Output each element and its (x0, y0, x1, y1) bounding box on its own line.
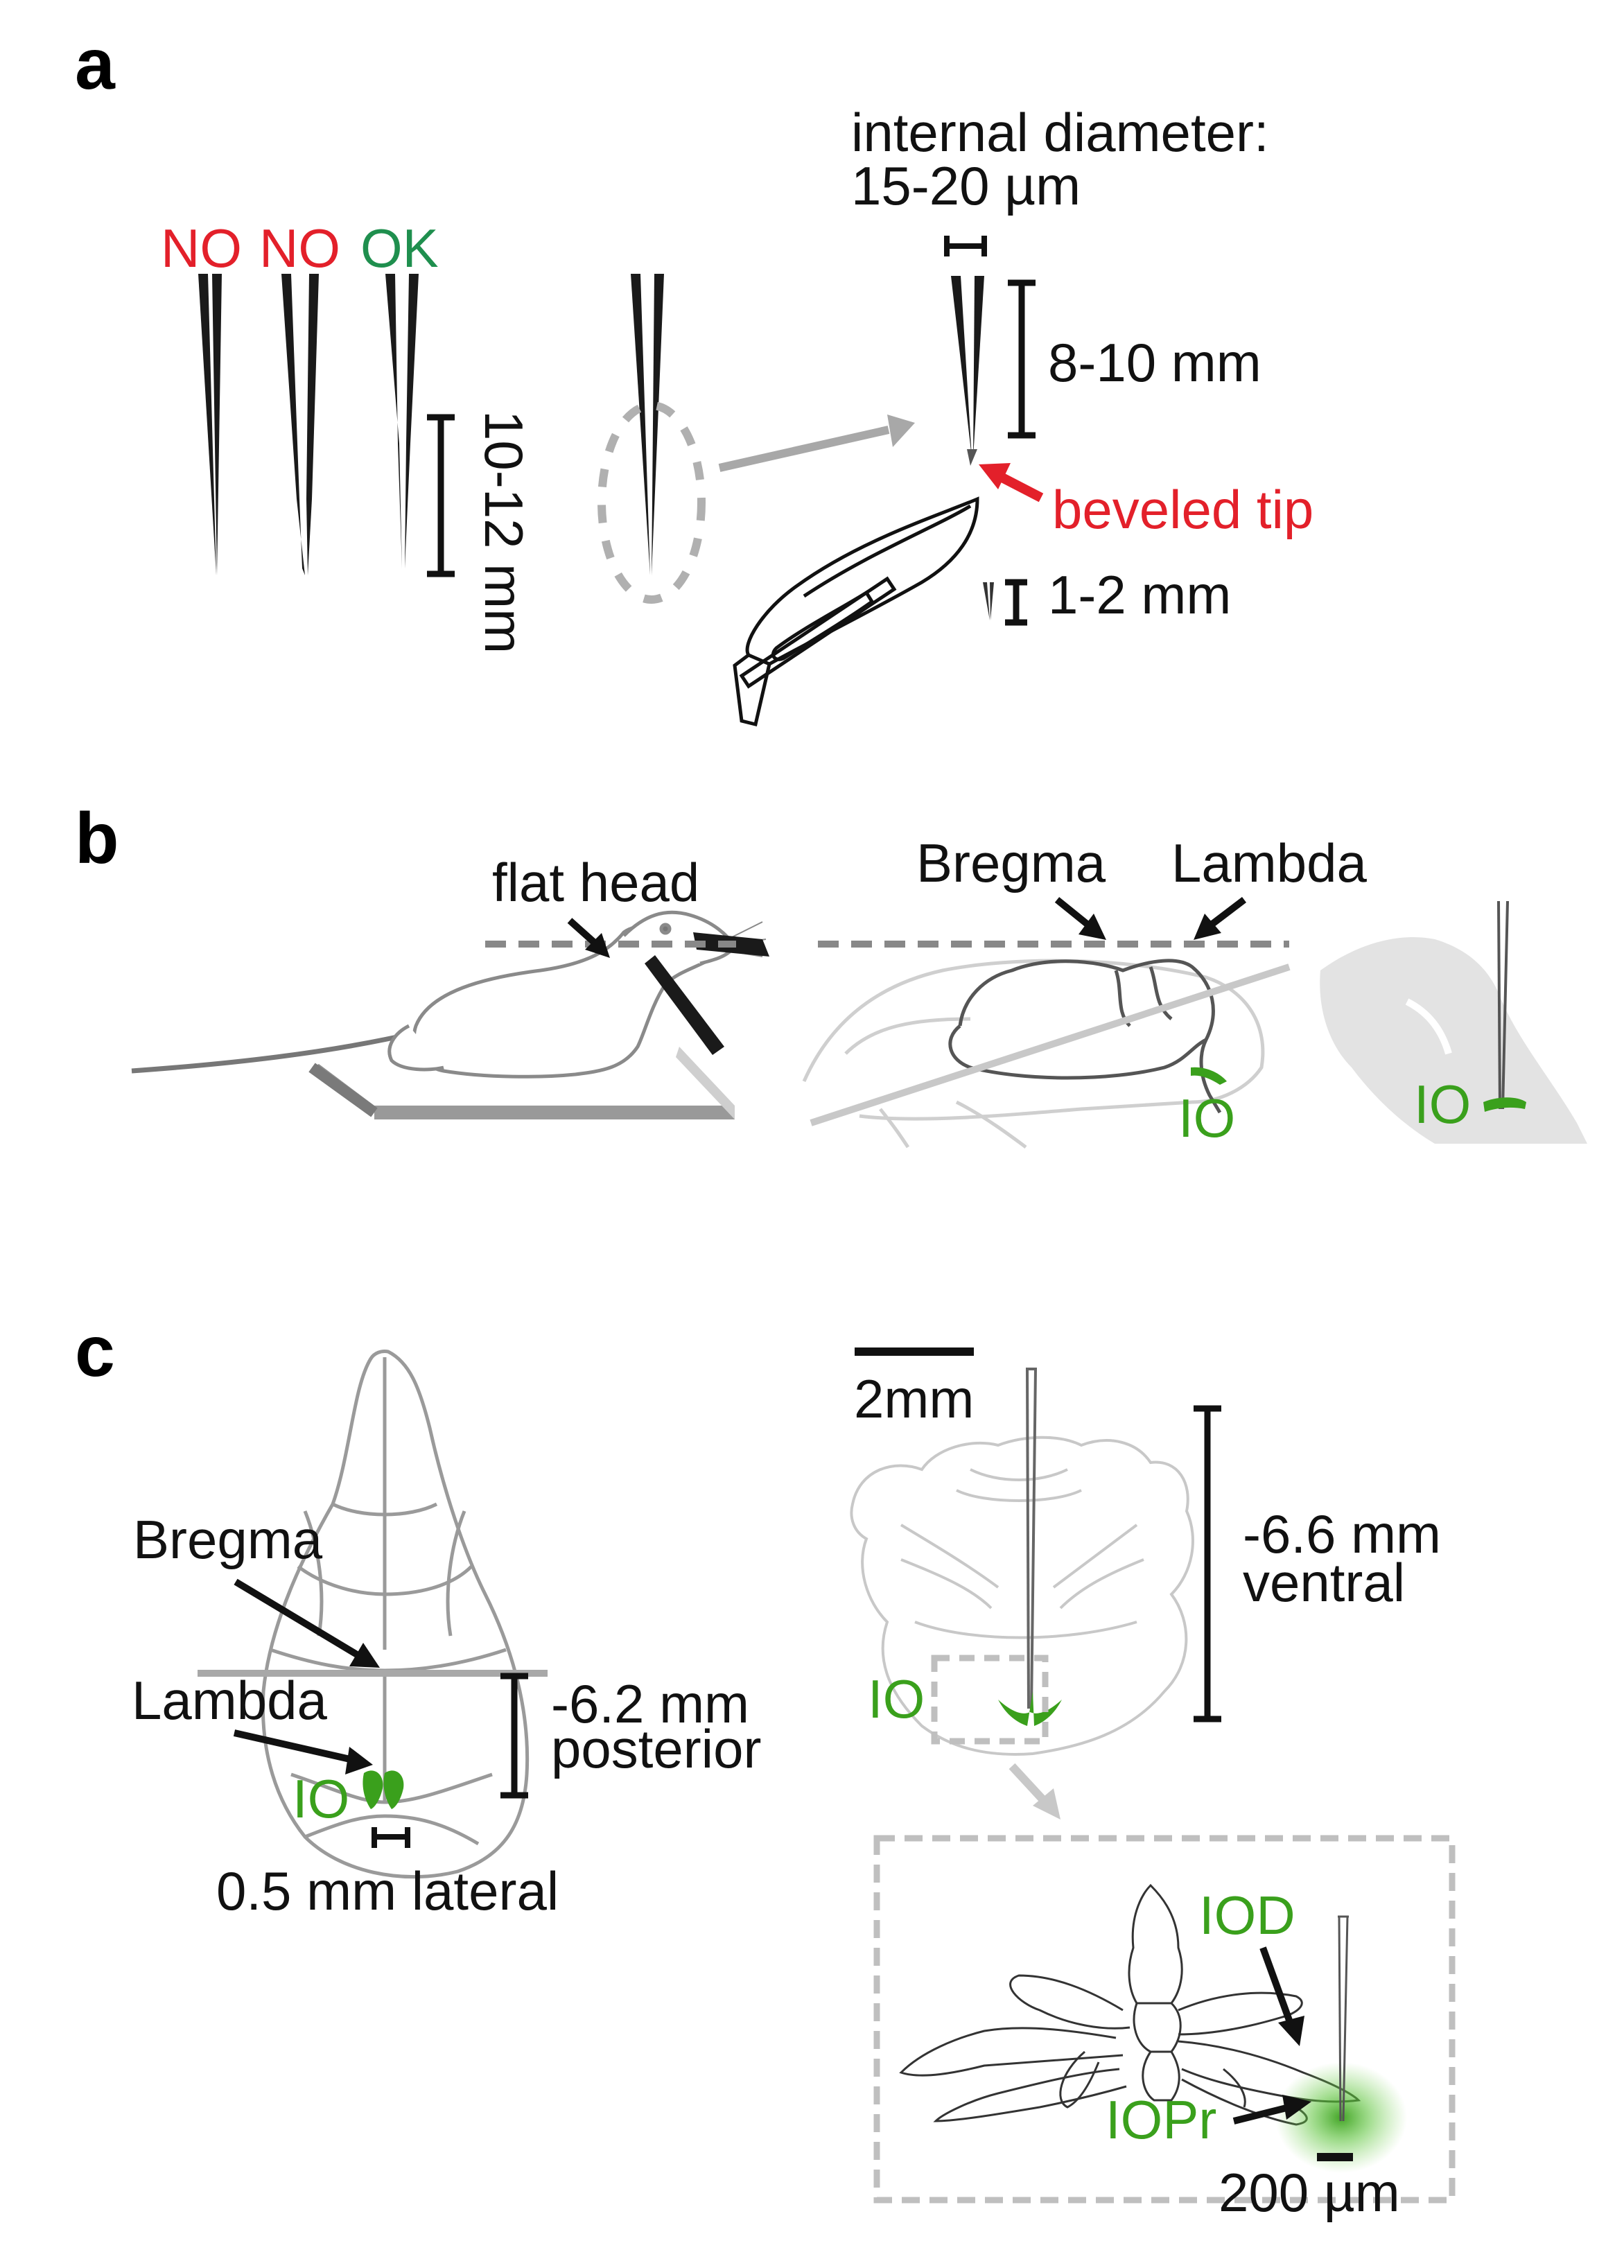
length-scale-bar (427, 414, 455, 577)
cut-label: 1-2 mm (1048, 564, 1231, 625)
io-marker-dorsal (363, 1770, 404, 1809)
io-label-b2: IO (1414, 1074, 1471, 1135)
scale-200um-label: 200 µm (1219, 2162, 1400, 2223)
iopr-arrow (1232, 2095, 1311, 2125)
scalpel-icon (733, 496, 979, 727)
io-marker-coronal (998, 1691, 1062, 1726)
shank-scale-bar (1008, 279, 1036, 439)
pipette-c-main (1026, 1368, 1037, 1709)
panel-c-letter: c (75, 1311, 115, 1392)
skull-dorsal (261, 1350, 530, 1879)
lambda-arrow-c (233, 1729, 373, 1774)
diameter-label-line1: internal diameter: (851, 102, 1269, 163)
lateral-scale-bar (372, 1827, 410, 1848)
brain-sagittal-silhouette (1320, 937, 1587, 1144)
iopr-label: IOPr (1106, 2089, 1216, 2150)
pipette-label-2: NO (259, 218, 340, 279)
pipette-long-taper (198, 274, 222, 575)
io-label-c-section: IO (868, 1668, 925, 1729)
flat-head-label: flat head (492, 852, 699, 913)
bregma-label-c: Bregma (133, 1509, 323, 1570)
cut-tip (983, 582, 994, 620)
skull-lateral (802, 959, 1265, 1149)
brainstem-coronal-section (850, 1436, 1194, 1756)
red-arrow (979, 463, 1044, 503)
posterior-label-line1: -6.2 mm (551, 1673, 749, 1734)
scale-2mm-label: 2mm (854, 1368, 974, 1429)
pipette-b (1497, 900, 1509, 1110)
ventral-label-line2: ventral (1243, 1552, 1405, 1613)
lateral-label: 0.5 mm lateral (216, 1860, 559, 1921)
io-marker-sagittal (1483, 1097, 1526, 1112)
bregma-label-b: Bregma (916, 832, 1106, 893)
panel-a: a NO NO OK 10-12 mm (75, 24, 1313, 727)
bregma-arrow-b (1054, 897, 1106, 940)
length-label: 10-12 mm (473, 410, 534, 654)
lambda-label-b: Lambda (1171, 832, 1367, 893)
gray-arrow-a (718, 415, 915, 472)
pipette-cut (951, 276, 984, 466)
panel-a-letter: a (75, 24, 116, 105)
posterior-label-line2: posterior (551, 1718, 761, 1779)
pipette-thin-tip (281, 274, 319, 575)
pipette-label-1: NO (161, 218, 242, 279)
zoom-region-box (931, 1655, 1049, 1745)
cut-region-ellipse (597, 401, 706, 604)
brain-lateral (948, 959, 1222, 1114)
cut-scale-bar (1005, 579, 1027, 626)
pipette-label-3: OK (360, 218, 439, 279)
iod-label: IOD (1199, 1885, 1295, 1946)
zoom-arrow (1009, 1763, 1060, 1820)
flat-head-arrow (567, 918, 610, 958)
diameter-label-line2: 15-20 µm (851, 155, 1081, 216)
bregma-arrow-c (234, 1578, 380, 1668)
panel-b-letter: b (75, 799, 119, 879)
panel-b: b (75, 799, 1587, 1149)
ventral-scale-bar (1194, 1405, 1221, 1722)
io-marker-lateral (1191, 1067, 1227, 1085)
lambda-label-c: Lambda (132, 1670, 327, 1731)
posterior-scale-bar (500, 1673, 528, 1799)
pipette-ok (385, 274, 419, 568)
iod-arrow (1259, 1946, 1304, 2046)
tip-label: beveled tip (1052, 479, 1313, 540)
pipette-selected (631, 274, 664, 575)
panel-c: c Bregma Lambda IO (75, 1311, 1456, 2223)
diameter-scale-bar (944, 236, 987, 256)
ventral-label-line1: -6.6 mm (1243, 1503, 1441, 1564)
io-label-b1: IO (1178, 1088, 1235, 1149)
stereotaxic-platform (308, 1047, 735, 1119)
zoom-inset-box (873, 1835, 1456, 2204)
skull-tilt-line (810, 963, 1291, 1126)
pipette-zoom (1338, 1915, 1349, 2122)
shank-label: 8-10 mm (1048, 332, 1261, 393)
lambda-arrow-b (1194, 897, 1247, 940)
io-label-c-skull: IO (293, 1768, 349, 1829)
rat-illustration (131, 910, 737, 1079)
